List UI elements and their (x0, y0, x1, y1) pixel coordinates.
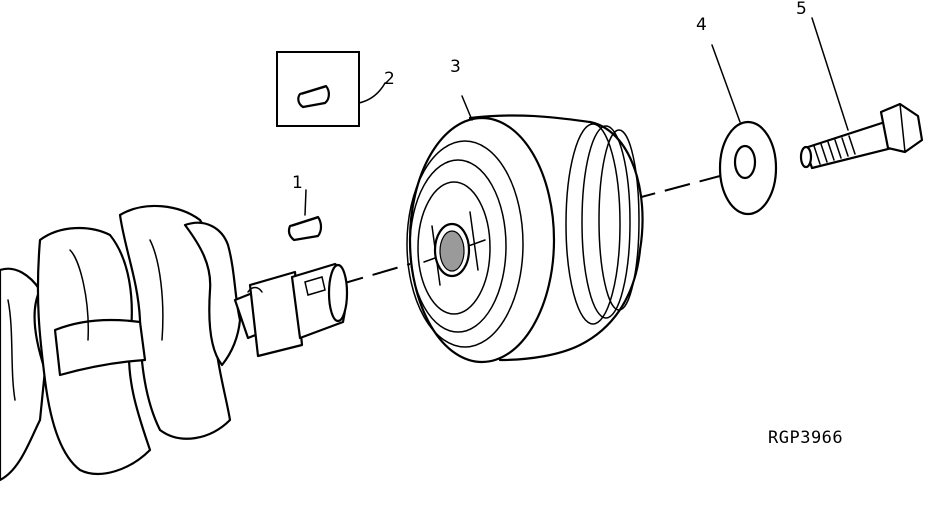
callout-1-label: 1 (292, 173, 303, 193)
callout-2-label: 2 (384, 69, 395, 89)
callout-3-label: 3 (450, 57, 461, 77)
callout-4-label: 4 (696, 15, 707, 35)
callout-5-label: 5 (796, 0, 807, 19)
crankshaft-drawing (0, 204, 349, 482)
bolt-part: 5 (796, 0, 924, 170)
figure-id-label: RGP3966 (768, 428, 843, 448)
key-detail-box: 2 (276, 51, 395, 127)
pulley-damper-part: 3 (406, 57, 644, 364)
woodruff-key-part: 1 (287, 173, 323, 242)
center-axis (337, 171, 736, 286)
washer-part: 4 (696, 15, 778, 216)
